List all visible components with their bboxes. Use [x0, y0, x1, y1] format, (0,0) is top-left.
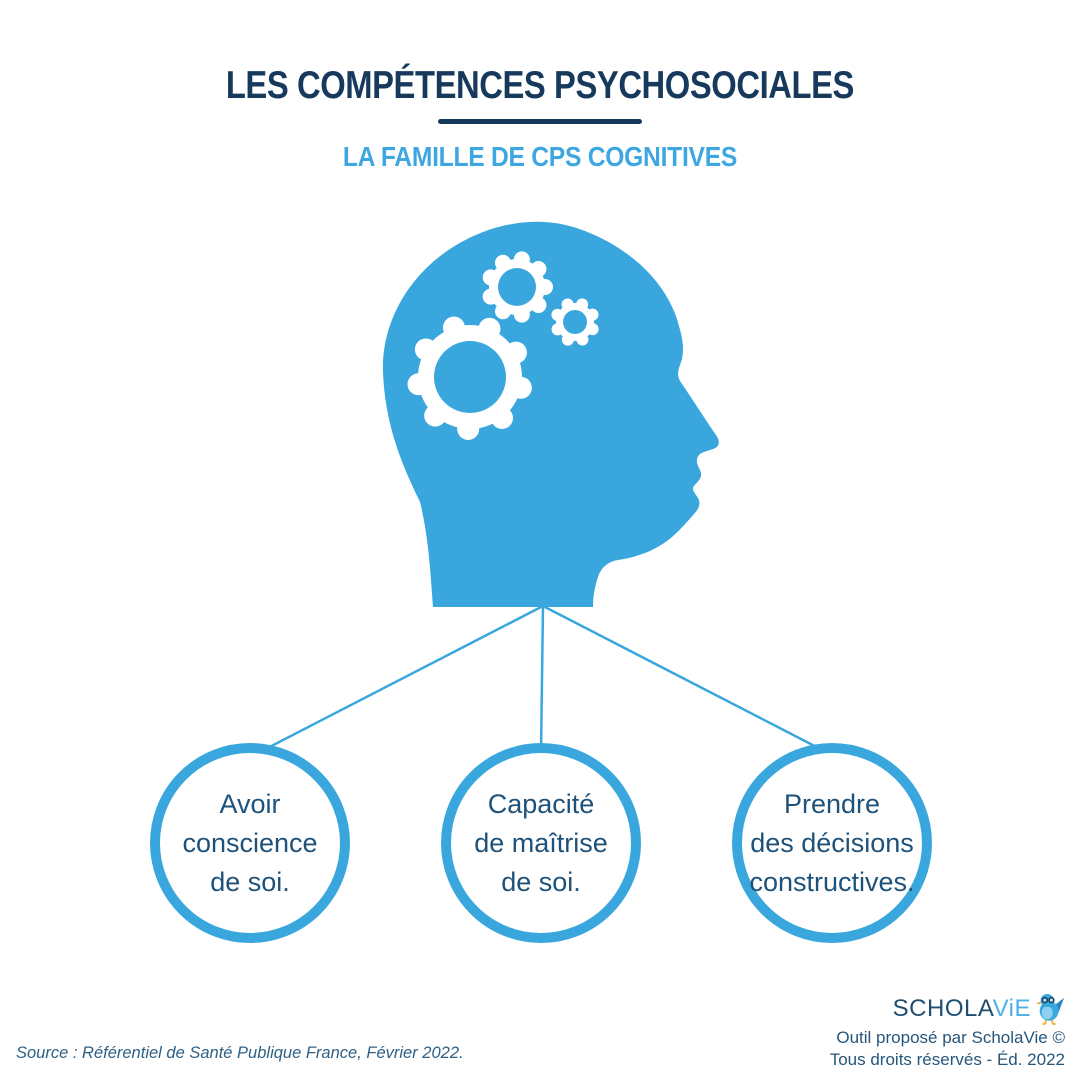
head-profile-icon: [382, 221, 719, 607]
page-title: LES COMPÉTENCES PSYCHOSOCIALES: [0, 64, 1080, 108]
footer-credits: SCHOLAViE Outil proposé par ScholaVie © …: [830, 993, 1065, 1071]
logo-part-schola: SCHOLA: [892, 995, 993, 1022]
logo-part-vie: ViE: [992, 995, 1031, 1022]
bubble-line: Prendre: [783, 788, 881, 819]
connector-line-middle: [539, 605, 545, 753]
gear-small-icon: [551, 298, 599, 346]
bubble-line: Capacité: [487, 788, 595, 819]
page-subtitle: LA FAMILLE DE CPS COGNITIVES: [0, 141, 1080, 173]
bubble-line: constructives.: [749, 866, 915, 897]
bird-mascot-icon: [1035, 994, 1065, 1025]
source-text: Source : Référentiel de Santé Publique F…: [16, 1044, 464, 1062]
connector-line-left: [251, 604, 544, 758]
page-subtitle-text: LA FAMILLE DE CPS COGNITIVES: [342, 141, 738, 172]
bubble-decisions-constructives: Prendre des décisions constructives.: [732, 743, 932, 943]
head-silhouette: [382, 221, 719, 607]
scholavie-logo-text: SCHOLAViE: [893, 995, 1031, 1023]
bubble-line: des décisions: [750, 827, 914, 858]
connector-line-right: [542, 604, 835, 758]
bubble-line: de soi.: [210, 866, 290, 897]
bubble-line: de soi.: [501, 866, 581, 897]
scholavie-logo: SCHOLAViE: [830, 993, 1065, 1025]
credit-line-2: Tous droits réservés - Éd. 2022: [829, 1050, 1065, 1069]
page-title-text: LES COMPÉTENCES PSYCHOSOCIALES: [225, 64, 855, 107]
title-divider: [438, 119, 642, 124]
gear-large-icon: [407, 316, 532, 440]
credit-line-1: Outil proposé par ScholaVie ©: [836, 1028, 1065, 1047]
bubble-line: de maîtrise: [474, 827, 608, 858]
bubble-line: conscience: [182, 827, 318, 858]
gear-medium-icon: [482, 251, 553, 323]
bubble-maitrise-de-soi: Capacité de maîtrise de soi.: [441, 743, 641, 943]
bubble-conscience-de-soi: Avoir conscience de soi.: [150, 743, 350, 943]
bubble-line: Avoir: [219, 788, 281, 819]
